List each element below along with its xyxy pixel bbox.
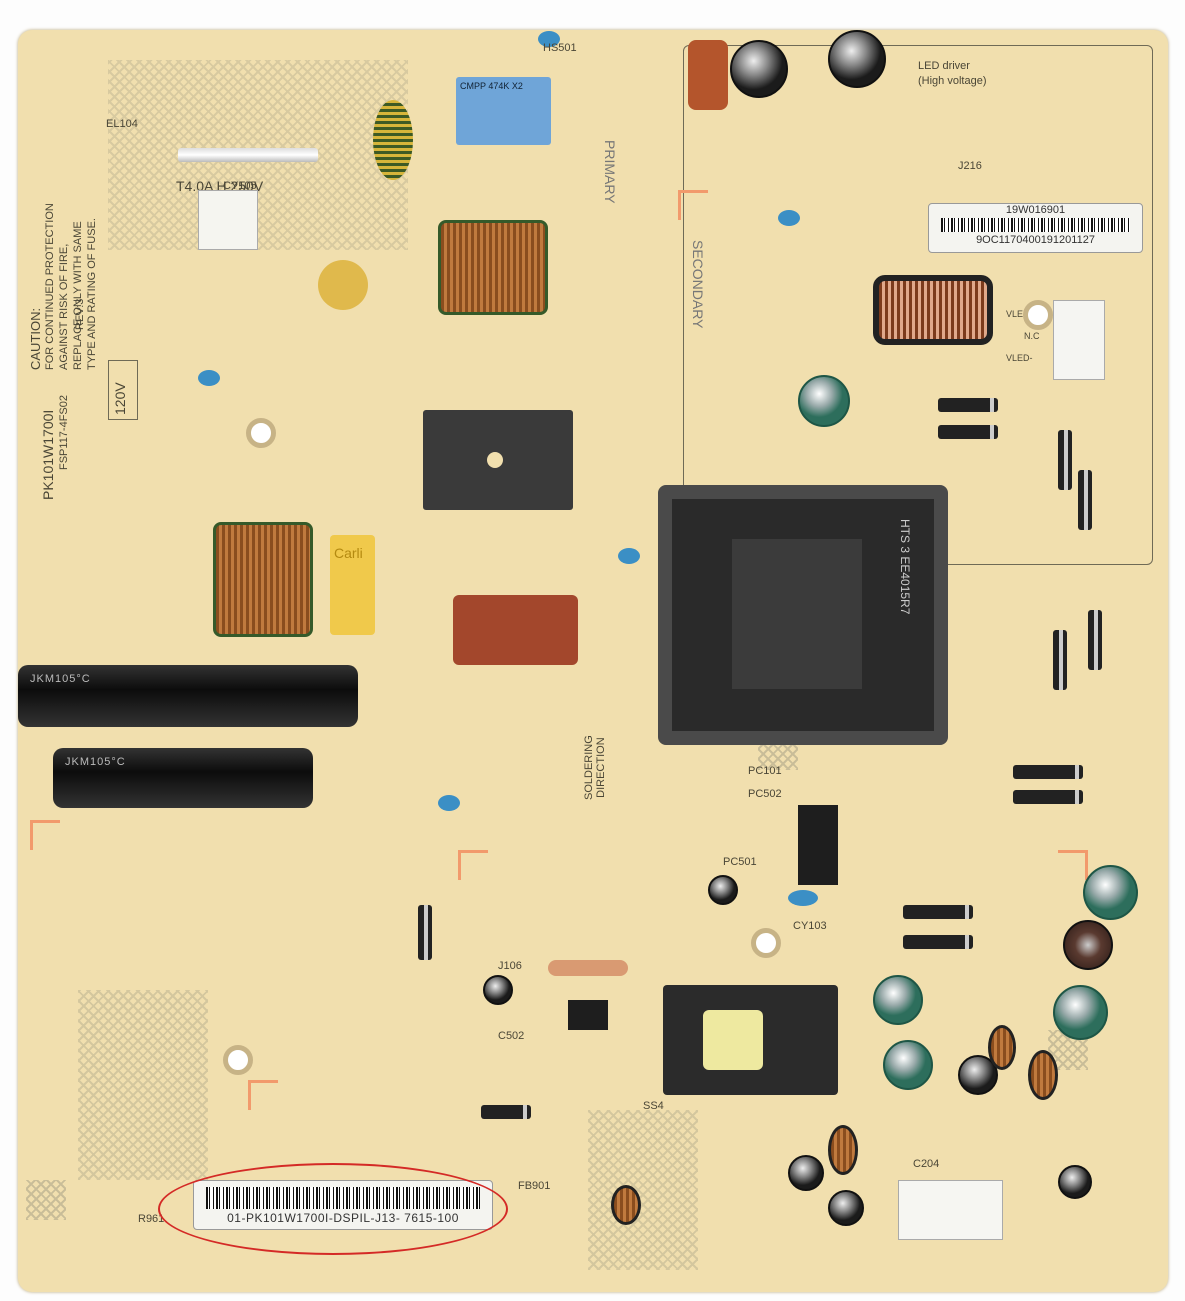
ref-designator: PC501	[723, 856, 757, 868]
caution-line: FOR CONTINUED PROTECTION	[44, 203, 56, 370]
electrolytic-capacitor	[828, 30, 886, 88]
output-connector-j218[interactable]	[898, 1180, 1003, 1240]
film-capacitor	[453, 595, 578, 665]
caution-line: AGAINST RISK OF FIRE,	[58, 243, 70, 370]
mounting-hole	[246, 418, 276, 448]
voltage-box	[108, 360, 138, 420]
voltage-marking: 120V	[112, 382, 128, 415]
inductor-l901	[873, 275, 993, 345]
cap-brand: Carli	[334, 545, 363, 561]
electrolytic-capacitor	[730, 40, 788, 98]
led-driver-label: LED driver	[918, 60, 970, 72]
soldering-line2: DIRECTION	[595, 737, 607, 798]
revision-silk: REV:3	[74, 298, 86, 330]
x-cap-label: CMPP 474K X2	[460, 81, 523, 91]
sticker-line2: 9OC1170400191201127	[976, 234, 1095, 246]
transformer-label: HTS 3 EE4015R7	[898, 519, 912, 615]
soldering-line1: SOLDERING	[583, 735, 595, 800]
choke-coil	[373, 100, 413, 180]
bulk-capacitor-2: JKM105°C	[53, 748, 313, 808]
ref-designator: PC101	[748, 765, 782, 777]
part-number-silk: PK101W1700I	[40, 409, 56, 500]
mounting-hole	[223, 1045, 253, 1075]
varistor	[318, 260, 368, 310]
ref-designator: C204	[913, 1158, 940, 1170]
ref-designator: CY103	[793, 920, 827, 932]
ref-designator: J216	[958, 160, 982, 172]
fuse	[178, 148, 318, 162]
highlight-ellipse	[158, 1163, 508, 1255]
line-filter-coil	[213, 522, 313, 637]
pcb-board: CAUTION: FOR CONTINUED PROTECTION AGAINS…	[18, 30, 1168, 1292]
caution-title: CAUTION:	[28, 307, 43, 370]
copper-hatch-zone	[78, 990, 208, 1180]
primary-label: PRIMARY	[602, 140, 618, 204]
electrolytic-capacitor	[798, 375, 850, 427]
ref-designator: R961	[138, 1213, 165, 1225]
secondary-label: SECONDARY	[690, 240, 706, 329]
ac-input-connector[interactable]	[198, 190, 258, 250]
serial-sticker: 19W016901 9OC1170400191201127	[928, 203, 1143, 253]
ref-designator: C502	[498, 1030, 525, 1042]
ref-designator: SS4	[643, 1100, 664, 1112]
model-silk: FSP117-4FS02	[58, 394, 70, 470]
mounting-hole	[751, 928, 781, 958]
caution-line: REPLACE ONLY WITH SAME	[72, 221, 84, 370]
y-capacitor: Carli	[330, 535, 375, 635]
x-capacitor: CMPP 474K X2	[456, 77, 551, 145]
connector-pin-label: VLED+	[1006, 309, 1035, 319]
copper-hatch-zone	[26, 1180, 66, 1220]
ref-designator: J106	[498, 960, 522, 972]
main-transformer: HTS 3 EE4015R7	[658, 485, 948, 745]
ref-designator: HS501	[543, 42, 577, 54]
ic-u501	[568, 1000, 608, 1030]
power-resistor	[548, 960, 628, 976]
led-connector[interactable]: VLED+ N.C VLED-	[1006, 300, 1105, 380]
led-driver-sub: (High voltage)	[918, 75, 987, 87]
mounting-hole	[1023, 300, 1053, 330]
optocoupler	[798, 805, 838, 885]
caution-block: CAUTION: FOR CONTINUED PROTECTION AGAINS…	[18, 170, 108, 370]
connector-pin-label: N.C	[1024, 331, 1040, 341]
film-capacitor	[688, 40, 728, 110]
caution-line: TYPE AND RATING OF FUSE.	[86, 218, 98, 370]
ref-designator: EL104	[106, 118, 138, 130]
ref-designator: PC502	[748, 788, 782, 800]
standby-transformer	[663, 985, 838, 1095]
ref-designator: FB901	[518, 1180, 551, 1192]
connector-pin-label: VLED-	[1006, 353, 1033, 363]
bulk-capacitor-1: JKM105°C	[18, 665, 358, 727]
sticker-line1: 19W016901	[1005, 204, 1066, 216]
ref-designator: CY105	[223, 180, 257, 192]
copper-hatch-zone	[588, 1110, 698, 1270]
bridge-rectifier	[423, 410, 573, 510]
common-mode-choke	[438, 220, 548, 315]
